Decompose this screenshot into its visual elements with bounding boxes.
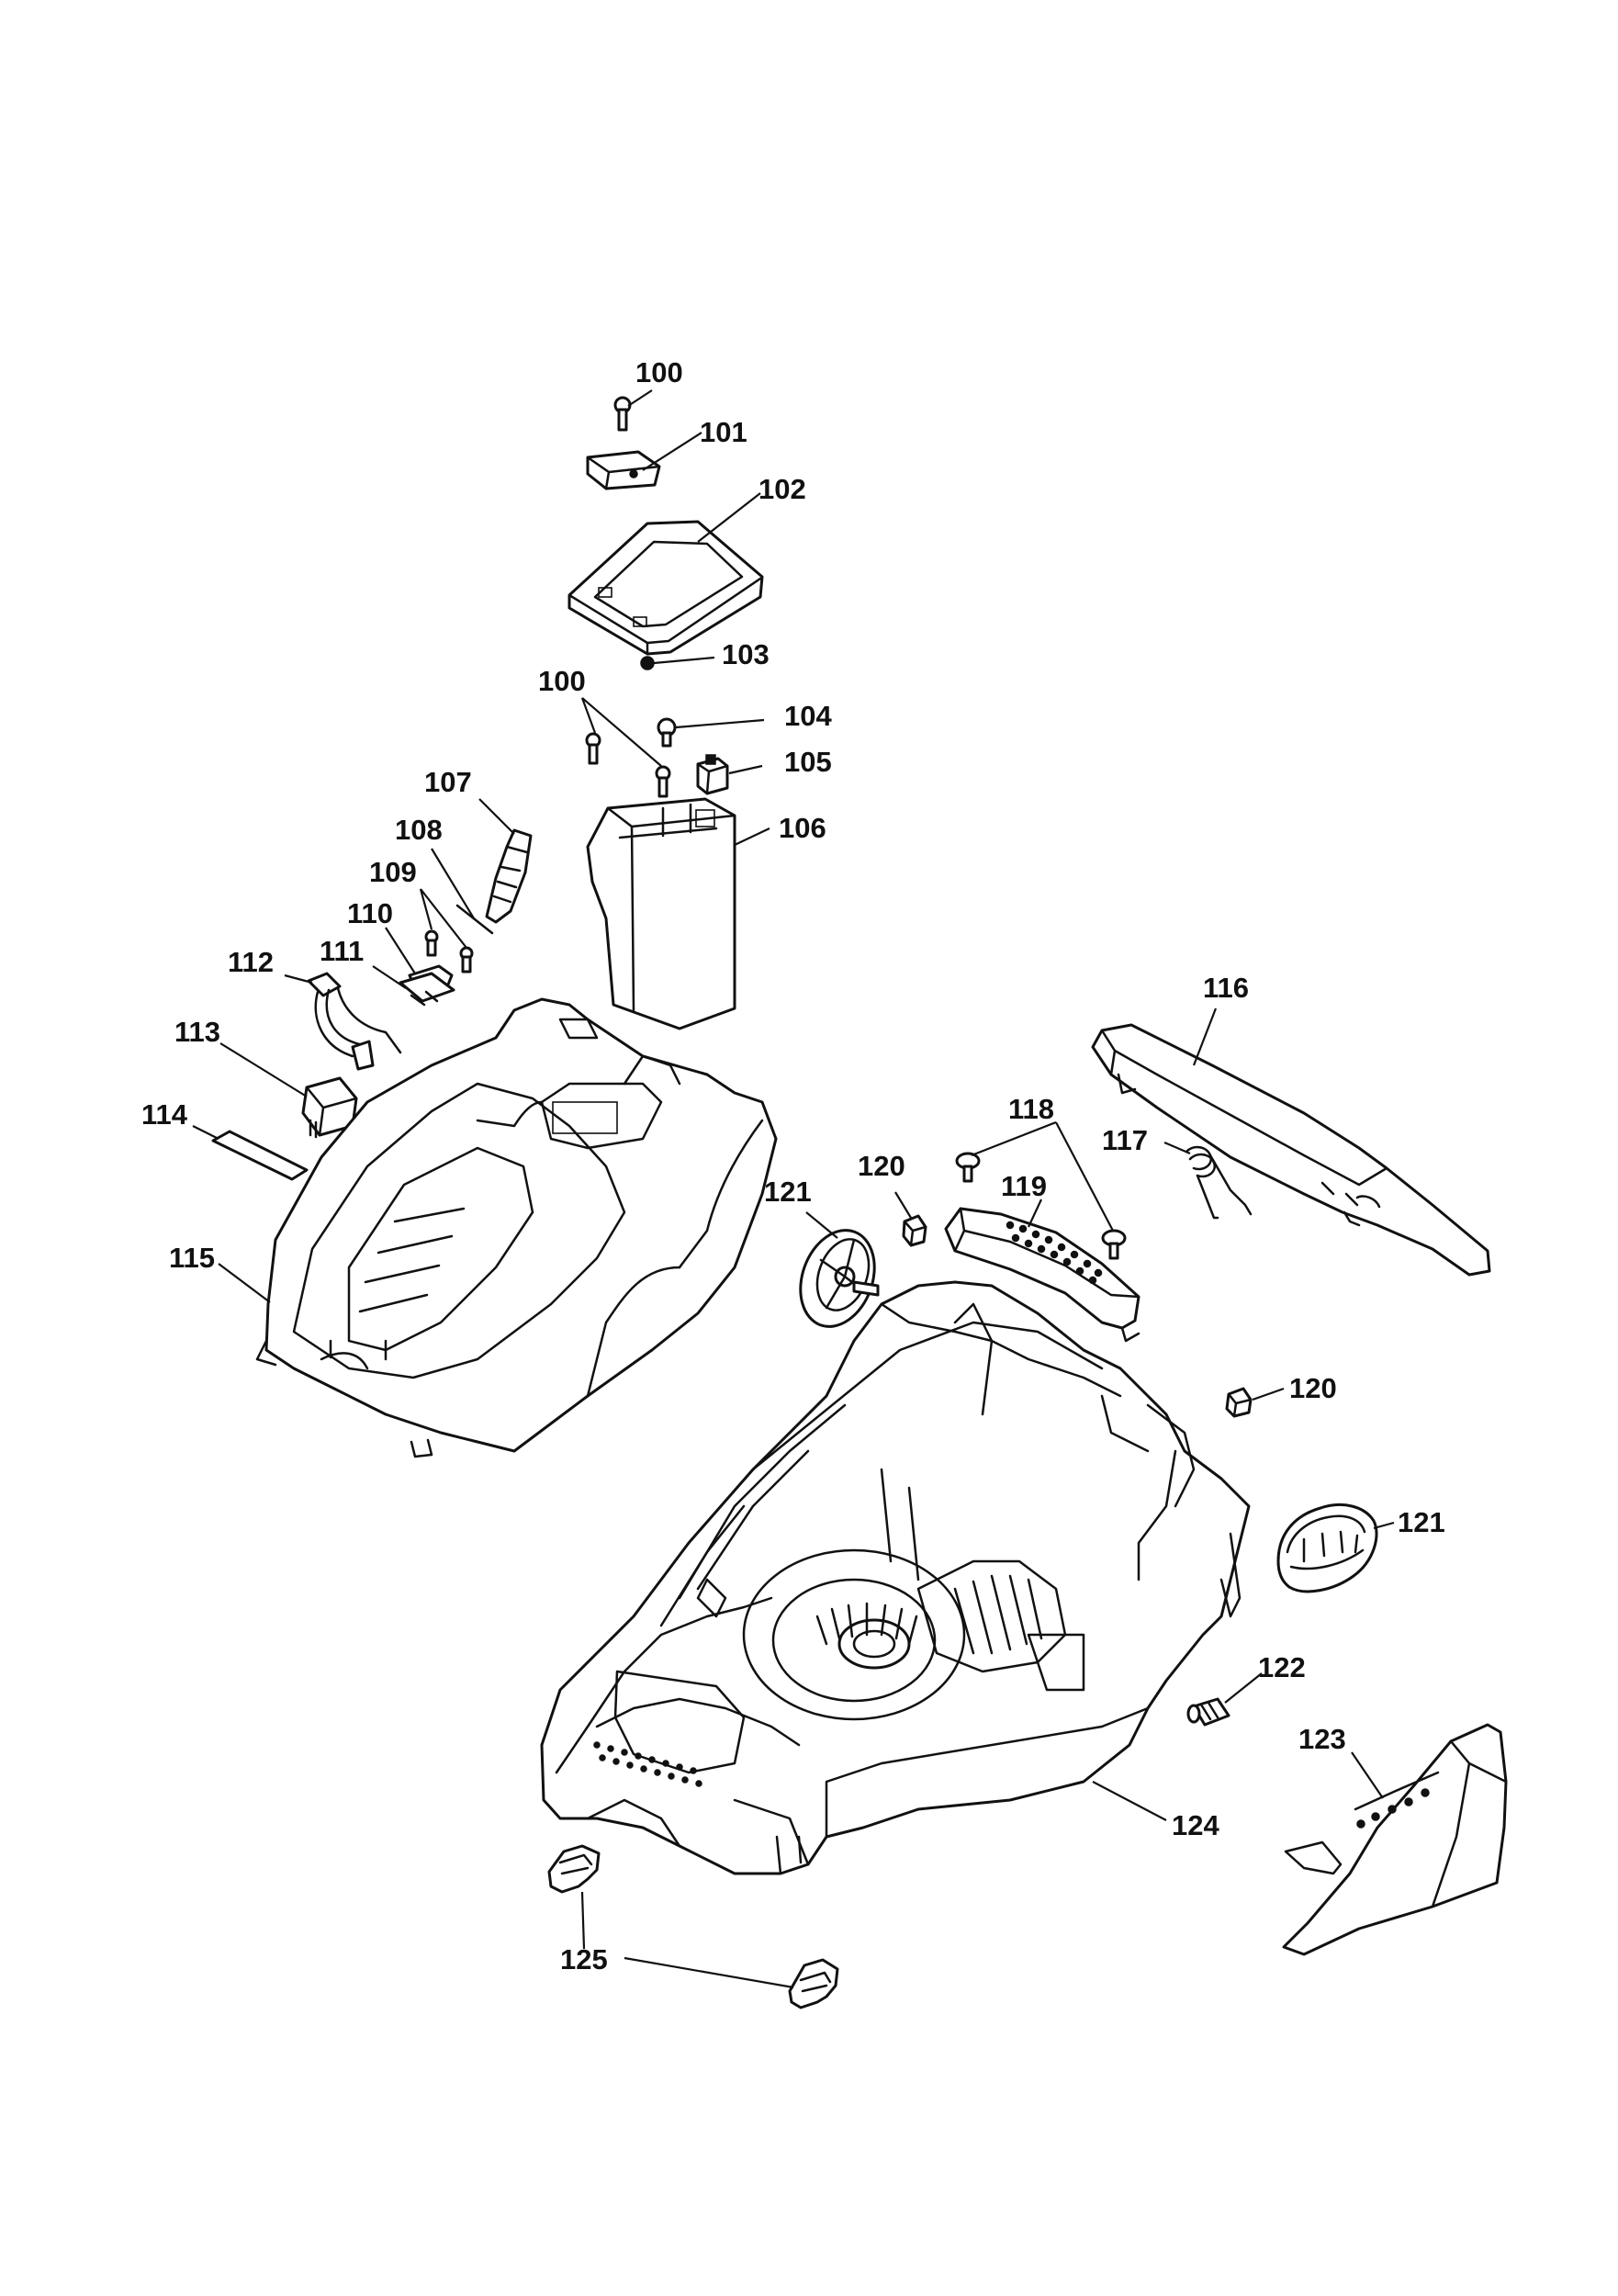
callout-100-middle: 100 <box>538 665 586 697</box>
callout-123: 123 <box>1298 1723 1346 1755</box>
callout-101: 101 <box>700 416 747 448</box>
part-118-screw-left <box>955 1152 981 1183</box>
part-100-screw-left <box>585 732 601 765</box>
part-123-rear-flap <box>1282 1723 1508 1956</box>
part-121-wheel-left <box>799 1229 880 1328</box>
callout-106: 106 <box>779 812 826 844</box>
callout-121-left: 121 <box>764 1176 812 1208</box>
callout-112: 112 <box>228 946 274 978</box>
callout-121-right: 121 <box>1398 1506 1445 1538</box>
part-118-screw-right <box>1101 1229 1127 1260</box>
part-111-switch-plate <box>399 972 455 1007</box>
part-124-deck <box>540 1280 1251 1875</box>
callout-122: 122 <box>1258 1651 1306 1683</box>
callout-115: 115 <box>169 1242 215 1274</box>
callout-103: 103 <box>722 638 770 670</box>
callout-105: 105 <box>784 746 832 778</box>
callout-120-lower: 120 <box>1289 1372 1337 1404</box>
part-121-wheel-right <box>1276 1503 1378 1593</box>
part-116-handle <box>1091 1023 1491 1277</box>
part-119-bracket <box>944 1207 1140 1343</box>
part-100-screw-right <box>655 765 671 798</box>
callout-100-top: 100 <box>635 356 683 388</box>
callout-119: 119 <box>1001 1170 1047 1202</box>
callout-124: 124 <box>1172 1809 1219 1841</box>
part-115-top-cover <box>255 997 778 1458</box>
callout-110: 110 <box>347 897 393 929</box>
callout-107: 107 <box>424 766 472 798</box>
part-103-nut <box>640 656 655 670</box>
callout-108: 108 <box>395 814 443 846</box>
part-106-box <box>586 797 736 1030</box>
part-117-spring <box>1185 1145 1253 1220</box>
part-105-clip <box>696 754 729 795</box>
part-122-pin <box>1186 1697 1230 1727</box>
callout-102: 102 <box>758 473 806 505</box>
part-104-screw <box>657 717 677 748</box>
callout-118: 118 <box>1008 1093 1054 1125</box>
part-125-clip-left <box>547 1844 601 1894</box>
part-112-cable-harness <box>307 972 402 1071</box>
callout-104: 104 <box>784 700 832 732</box>
callout-125: 125 <box>560 1943 608 1975</box>
callout-109: 109 <box>369 856 417 888</box>
part-109-screw-a <box>424 929 439 957</box>
callout-120-upper: 120 <box>858 1150 905 1182</box>
callout-117: 117 <box>1102 1124 1148 1156</box>
part-108-pin <box>455 904 494 935</box>
callout-114: 114 <box>141 1098 188 1131</box>
part-125-clip-right <box>788 1958 839 2009</box>
callout-113: 113 <box>174 1016 220 1048</box>
part-114-strip <box>211 1130 309 1181</box>
part-101-latch <box>586 450 661 490</box>
part-120-nut-upper <box>902 1214 927 1247</box>
callout-111: 111 <box>320 935 364 967</box>
part-109-screw-b <box>459 946 474 974</box>
callout-labels: 100 101 102 103 100 104 105 106 107 108 … <box>141 356 1445 1975</box>
part-107-key <box>485 828 533 924</box>
part-100-screw-top <box>613 396 632 432</box>
leader-lines <box>192 389 1395 1989</box>
callout-116: 116 <box>1203 972 1249 1004</box>
part-120-nut-lower <box>1225 1387 1253 1418</box>
part-102-lid <box>567 520 764 656</box>
